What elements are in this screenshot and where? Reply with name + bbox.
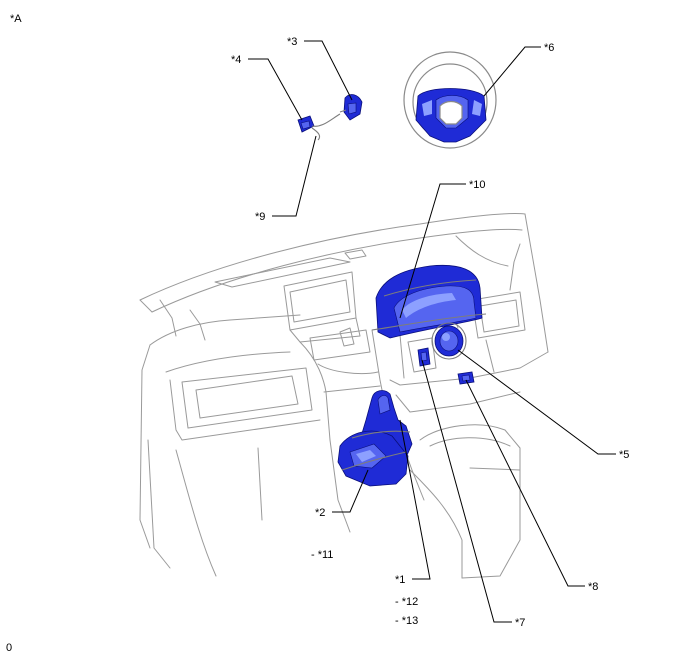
steering-wheel-part	[403, 51, 497, 149]
leader-10	[399, 183, 466, 319]
leader-4	[248, 58, 303, 121]
callout-7: *7	[515, 617, 525, 629]
round-switch-module-part	[431, 322, 467, 360]
leader-8	[465, 379, 585, 587]
callout-3: *3	[287, 36, 297, 48]
callout-4: *4	[231, 54, 241, 66]
callout-2: *2	[315, 507, 325, 519]
lower-switch-part	[457, 371, 475, 385]
footer-code: 0	[6, 642, 12, 654]
small-switch-part	[417, 347, 431, 367]
callout-11: - *11	[311, 549, 333, 561]
callout-9: *9	[255, 211, 265, 223]
callout-10: *10	[469, 179, 486, 191]
callout-12: - *12	[395, 596, 418, 608]
callout-5: *5	[619, 449, 629, 461]
leader-1	[399, 419, 431, 580]
callout-labels: *3 *4 *6 *9 *10 *5 *8 *7 *1 *2 - *11 - *…	[231, 36, 629, 629]
leader-7	[421, 359, 512, 623]
leader-9	[272, 135, 317, 217]
leader-lines	[248, 40, 616, 623]
callout-6: *6	[544, 42, 554, 54]
leader-6	[483, 46, 541, 97]
callout-13: - *13	[395, 615, 418, 627]
leader-3	[304, 40, 353, 101]
callout-8: *8	[588, 581, 598, 593]
shift-lever-assembly-part	[337, 390, 413, 487]
callout-1: *1	[395, 574, 405, 586]
leader-5	[457, 349, 616, 455]
leader-2	[332, 469, 369, 513]
combination-meter-part	[371, 264, 487, 339]
figure-label: *A	[10, 13, 22, 25]
dashboard-outline	[139, 212, 549, 579]
shift-paddle-group-part	[297, 94, 363, 141]
